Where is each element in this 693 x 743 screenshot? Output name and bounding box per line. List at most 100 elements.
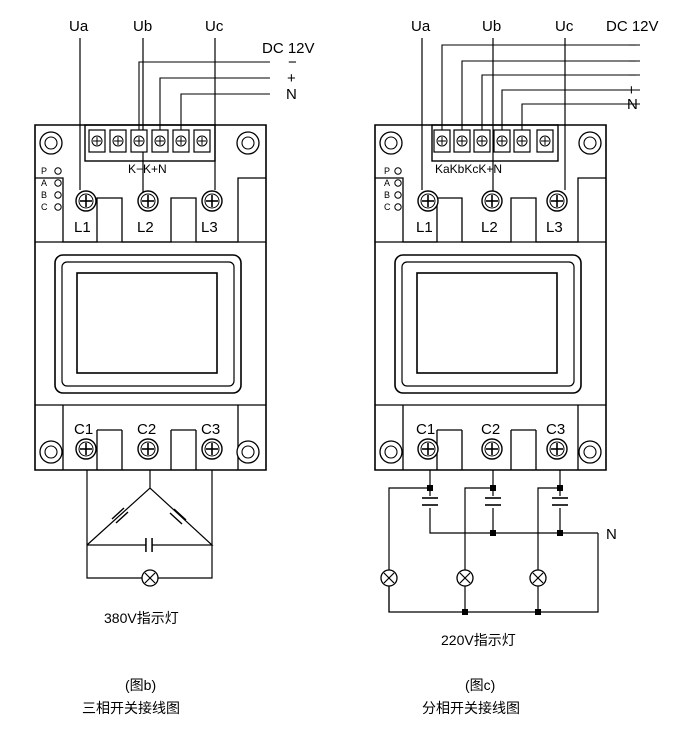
lamp-caption: 380V指示灯 [104,610,179,626]
diagram-b-text: Ua Ub Uc DC 12V − + N K−K+N P A B C L1 L… [41,18,315,716]
line-label: L3 [201,219,218,236]
terminal-screw-icon [536,129,554,153]
mount-hole-icon [236,131,260,155]
mount-hole-icon [39,440,63,464]
diagram-c [374,38,640,613]
terminal-label: K−K+N [128,162,167,176]
power-term: + [287,70,296,87]
line-label: L2 [137,219,154,236]
line-label: L1 [416,219,433,236]
screw-l2-icon [481,190,503,212]
terminal-screw-icon [172,129,190,153]
indicator-lamp-icon [529,569,547,587]
power-term: − [628,37,637,54]
terminal-screw-icon [473,129,491,153]
lamp-caption: 220V指示灯 [441,632,516,648]
terminal-screw-icon [193,129,211,153]
power-term: − [628,67,637,84]
terminal-label: KaKbKcK+N [435,162,502,176]
led-c-icon [54,203,62,211]
terminal-screw-icon [130,129,148,153]
terminal-screw-icon [513,129,531,153]
line-label: L2 [481,219,498,236]
cap-label: C2 [137,421,156,438]
figure-label: (图c) [465,677,495,693]
cap-label: C3 [201,421,220,438]
terminal-screw-icon [493,129,511,153]
led-b-icon [54,191,62,199]
terminal-screw-icon [453,129,471,153]
mount-hole-icon [236,440,260,464]
mount-hole-icon [578,440,602,464]
indicator-lamp-icon [141,569,159,587]
diagram-b-parts [39,129,260,587]
led-a-icon [394,179,402,187]
screw-l1-icon [417,190,439,212]
screw-l3-icon [201,190,223,212]
screw-l3-icon [546,190,568,212]
led-label: P [384,166,390,176]
indicator-lamp-icon [380,569,398,587]
power-term: + [627,82,636,99]
phase-label: Ua [411,18,431,35]
led-p-icon [394,167,402,175]
screw-c3-icon [546,438,568,460]
led-b-icon [394,191,402,199]
terminal-screw-icon [433,129,451,153]
led-label: B [41,190,47,200]
led-label: P [41,166,47,176]
led-c-icon [394,203,402,211]
line-label: L3 [546,219,563,236]
display-window-c [416,272,558,374]
cap-label: C1 [416,421,435,438]
power-term: N [627,96,638,113]
mount-hole-icon [379,131,403,155]
figure-label: (图b) [125,677,156,693]
figure-title: 三相开关接线图 [82,700,180,716]
led-a-icon [54,179,62,187]
mount-hole-icon [578,131,602,155]
line-label: L1 [74,219,91,236]
screw-c1-icon [75,438,97,460]
screw-c2-icon [137,438,159,460]
led-label: A [41,178,47,188]
diagram-c-text: Ua Ub Uc DC 12V − − − + N KaKbKcK+N P A … [384,18,659,716]
display-frame-c [394,254,582,394]
led-p-icon [54,167,62,175]
terminal-screw-icon [88,129,106,153]
junction-dots [427,485,563,615]
power-term: − [288,54,297,71]
neutral-label: N [606,526,617,543]
screw-l2-icon [137,190,159,212]
display-frame-b [54,254,242,394]
module-body-c [374,124,607,471]
terminal-screw-icon [109,129,127,153]
indicator-lamp-icon [456,569,474,587]
figure-title: 分相开关接线图 [422,700,520,716]
display-window-b [76,272,218,374]
cap-label: C2 [481,421,500,438]
screw-c2-icon [481,438,503,460]
phase-label: Uc [555,18,574,35]
mount-hole-icon [39,131,63,155]
led-label: C [384,202,391,212]
diagram-c-parts [379,129,602,615]
power-term: N [286,86,297,103]
phase-label: Ub [133,18,152,35]
terminal-block-c [431,124,559,162]
screw-c1-icon [417,438,439,460]
terminal-screw-icon [151,129,169,153]
power-title: DC 12V [262,40,315,57]
cap-label: C1 [74,421,93,438]
screw-c3-icon [201,438,223,460]
power-title: DC 12V [606,18,659,35]
phase-label: Ua [69,18,89,35]
cap-label: C3 [546,421,565,438]
mount-hole-icon [379,440,403,464]
led-label: B [384,190,390,200]
screw-l1-icon [75,190,97,212]
phase-label: Uc [205,18,224,35]
phase-label: Ub [482,18,501,35]
